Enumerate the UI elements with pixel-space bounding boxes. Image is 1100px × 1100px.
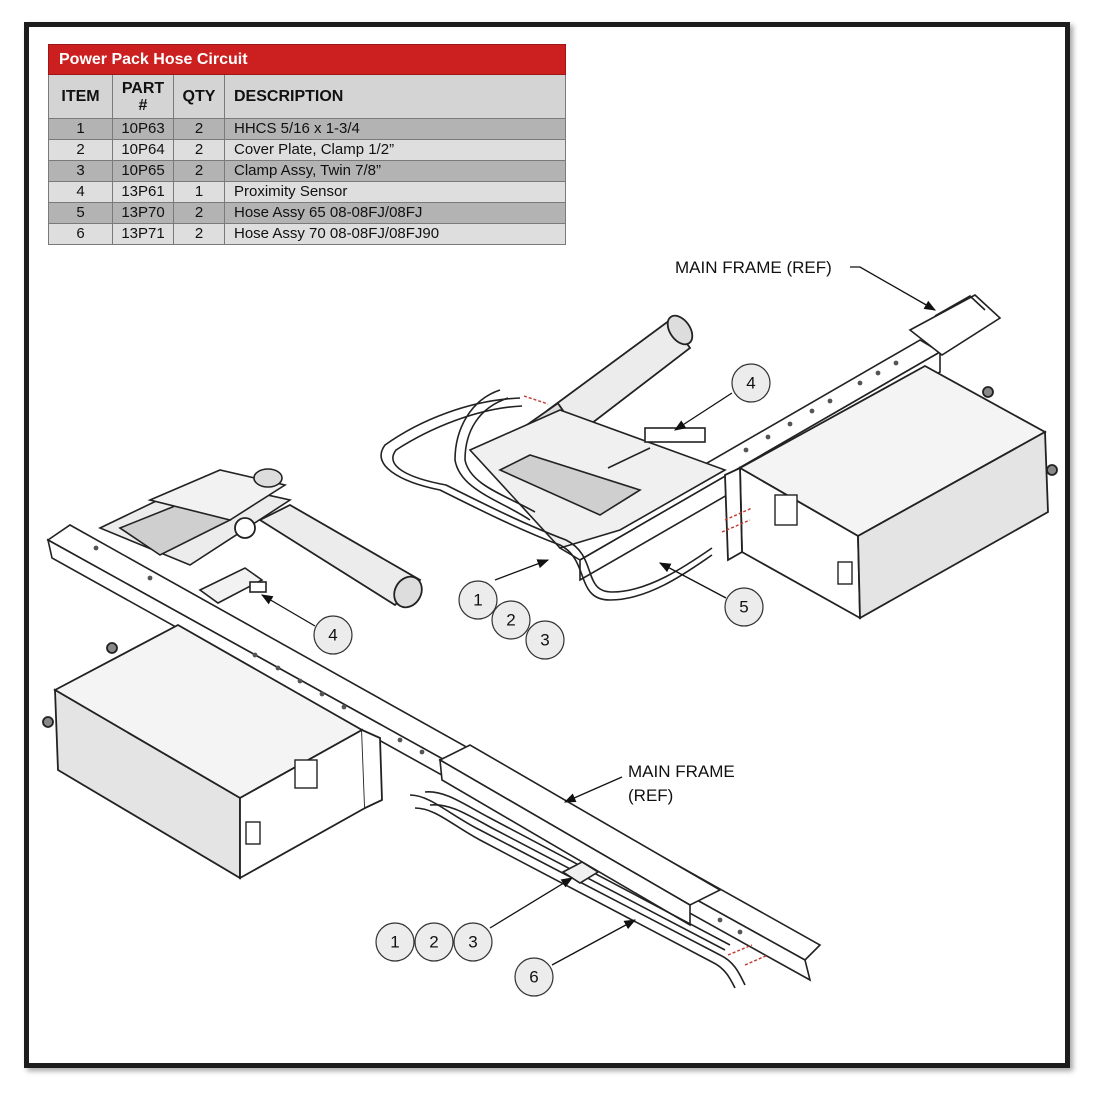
header-description: DESCRIPTION — [224, 74, 566, 119]
cell-qty: 2 — [173, 223, 225, 245]
bubble-left-4: 4 — [313, 615, 353, 655]
leader-bottom-6 — [551, 919, 637, 966]
header-part: PART # — [112, 74, 174, 119]
cell-description: Cover Plate, Clamp 1/2” — [224, 139, 566, 161]
cell-part: 13P71 — [112, 223, 174, 245]
cell-description: Hose Assy 65 08-08FJ/08FJ — [224, 202, 566, 224]
main-frame-ref-bottom-label-line1: MAIN FRAME — [628, 762, 735, 781]
lower-cylinder — [234, 503, 423, 609]
leader-main-frame-top — [850, 266, 937, 311]
cell-description: HHCS 5/16 x 1-3/4 — [224, 118, 566, 140]
bubble-top-2: 2 — [491, 600, 531, 640]
bubble-top-3: 3 — [525, 620, 565, 660]
leader-top-4 — [674, 392, 733, 431]
leader-lines — [260, 266, 937, 966]
table-row: 3 10P65 2 Clamp Assy, Twin 7/8” — [48, 160, 566, 182]
bubble-bottom-6-number: 6 — [529, 968, 538, 987]
bubble-left-4-number: 4 — [328, 626, 337, 645]
bubble-bottom-3: 3 — [453, 922, 493, 962]
cell-qty: 2 — [173, 139, 225, 161]
upper-fittings — [523, 395, 753, 533]
table-row: 6 13P71 2 Hose Assy 70 08-08FJ/08FJ90 — [48, 223, 566, 245]
lower-hitch-plate — [98, 468, 293, 566]
cell-part: 10P65 — [112, 160, 174, 182]
bubbles: 4 1 2 3 5 4 1 2 — [313, 363, 771, 997]
leader-left-4 — [260, 594, 316, 627]
table-title-row: Power Pack Hose Circuit — [48, 44, 566, 75]
bubble-top-5: 5 — [724, 587, 764, 627]
bubble-bottom-6: 6 — [514, 957, 554, 997]
table-header-row: ITEM PART # QTY DESCRIPTION — [48, 74, 566, 119]
lower-hose-clamp — [561, 861, 600, 884]
cell-item: 6 — [48, 223, 113, 245]
table-row: 5 13P70 2 Hose Assy 65 08-08FJ/08FJ — [48, 202, 566, 224]
lower-frame-holes — [93, 545, 743, 935]
bubble-bottom-2: 2 — [414, 922, 454, 962]
lower-power-pack-box — [42, 623, 383, 880]
bubble-top-5-number: 5 — [739, 598, 748, 617]
table-row: 4 13P61 1 Proximity Sensor — [48, 181, 566, 203]
lower-main-frame — [46, 524, 822, 982]
bubble-top-2-number: 2 — [506, 611, 515, 630]
leader-top-5 — [658, 562, 727, 599]
main-frame-ref-bottom-label-line2: (REF) — [628, 786, 673, 805]
table-row: 1 10P63 2 HHCS 5/16 x 1-3/4 — [48, 118, 566, 140]
bubble-top-4: 4 — [731, 363, 771, 403]
main-frame-ref-top-label: MAIN FRAME (REF) — [675, 258, 832, 277]
bubble-top-3-number: 3 — [540, 631, 549, 650]
upper-hitch-plate — [468, 409, 727, 549]
table-title: Power Pack Hose Circuit — [48, 44, 566, 75]
leader-main-frame-bottom — [563, 776, 623, 803]
lower-sensor-bracket — [198, 567, 267, 604]
cell-description: Hose Assy 70 08-08FJ/08FJ90 — [224, 223, 566, 245]
lower-fittings — [727, 944, 769, 966]
lower-hose-6 — [409, 791, 746, 989]
upper-frame-holes — [743, 360, 899, 453]
cell-part: 13P61 — [112, 181, 174, 203]
leader-bottom-123 — [489, 877, 573, 929]
cell-part: 10P63 — [112, 118, 174, 140]
cell-item: 4 — [48, 181, 113, 203]
leader-top-123 — [494, 559, 550, 581]
bubble-bottom-2-number: 2 — [429, 933, 438, 952]
upper-power-pack-box — [724, 364, 1058, 620]
bubble-top-1: 1 — [458, 580, 498, 620]
bubble-bottom-1-number: 1 — [390, 933, 399, 952]
bubble-bottom-3-number: 3 — [468, 933, 477, 952]
cell-item: 3 — [48, 160, 113, 182]
cell-description: Clamp Assy, Twin 7/8” — [224, 160, 566, 182]
parts-table: Power Pack Hose Circuit ITEM PART # QTY … — [48, 44, 566, 245]
upper-hose-5 — [380, 389, 713, 601]
cell-item: 5 — [48, 202, 113, 224]
header-qty: QTY — [173, 74, 225, 119]
cell-qty: 2 — [173, 118, 225, 140]
bubble-top-1-number: 1 — [473, 591, 482, 610]
cell-qty: 2 — [173, 202, 225, 224]
header-item: ITEM — [48, 74, 113, 119]
table-row: 2 10P64 2 Cover Plate, Clamp 1/2” — [48, 139, 566, 161]
bubble-bottom-1: 1 — [375, 922, 415, 962]
bubble-top-4-number: 4 — [746, 374, 755, 393]
cell-part: 10P64 — [112, 139, 174, 161]
cell-description: Proximity Sensor — [224, 181, 566, 203]
